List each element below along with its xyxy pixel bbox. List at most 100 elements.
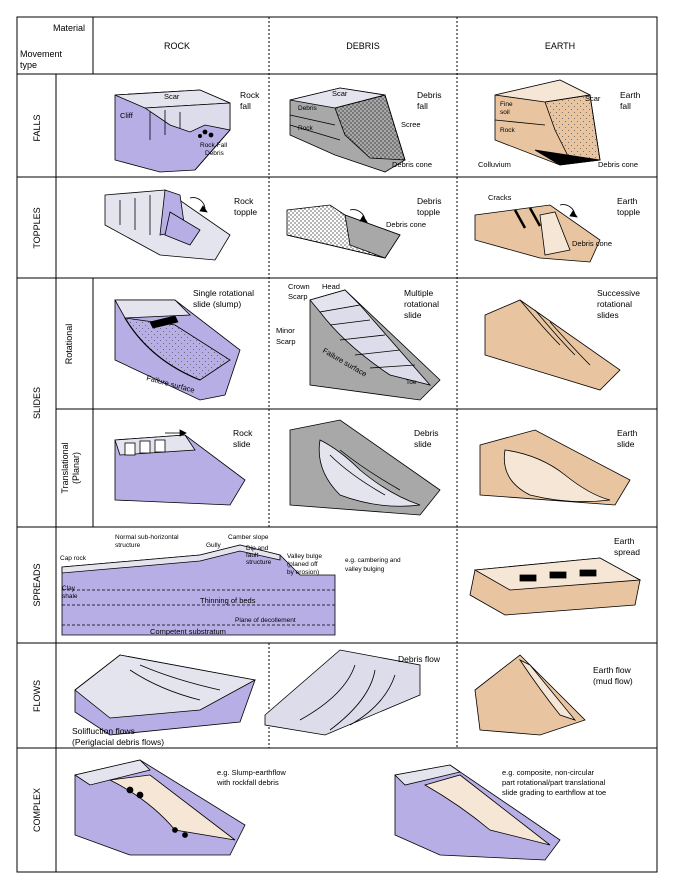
svg-text:Debris cone: Debris cone	[598, 160, 638, 169]
svg-text:e.g. Slump-earthflow: e.g. Slump-earthflow	[217, 768, 286, 777]
svg-text:Debris: Debris	[205, 150, 225, 157]
svg-text:Successive: Successive	[597, 288, 640, 298]
debris-topple-labels: Debris topple Debris cone	[386, 196, 442, 229]
svg-text:Competent substratum: Competent substratum	[150, 627, 226, 636]
successive-rotational-slides-illustration	[484, 299, 621, 391]
svg-text:Earth: Earth	[617, 428, 638, 438]
svg-text:Debris cone: Debris cone	[386, 220, 426, 229]
svg-text:with rockfall debris: with rockfall debris	[216, 778, 279, 787]
svg-text:Rock Fall: Rock Fall	[200, 142, 228, 149]
svg-text:Rock: Rock	[240, 90, 260, 100]
svg-text:fall: fall	[620, 101, 631, 111]
earth-flow-labels: Earth flow (mud flow)	[593, 665, 633, 686]
svg-text:(Periglacial debris flows): (Periglacial debris flows)	[72, 737, 164, 747]
earth-slide-illustration	[479, 429, 631, 506]
debris-fall-illustration	[289, 87, 406, 173]
svg-text:Dip and: Dip and	[246, 545, 269, 552]
debris-flow-labels: Debris flow	[398, 654, 441, 664]
svg-text:Scree: Scree	[401, 120, 421, 129]
row-label-topples: TOPPLES	[32, 207, 42, 248]
svg-text:Normal sub-horizontal: Normal sub-horizontal	[115, 534, 179, 541]
row-label-slides: SLIDES	[32, 387, 42, 419]
svg-text:slide: slide	[233, 439, 251, 449]
svg-text:Rock: Rock	[234, 196, 254, 206]
svg-text:Debris: Debris	[414, 428, 439, 438]
rock-topple-labels: Rock topple	[234, 196, 257, 217]
debris-topple-illustration	[286, 204, 401, 259]
svg-text:Thinning of beds: Thinning of beds	[200, 596, 256, 605]
movement-type-label-2: type	[20, 60, 37, 70]
debris-slide-labels: Debris slide	[414, 428, 439, 449]
slump-earthflow-illustration	[74, 759, 246, 856]
svg-text:Camber slope: Camber slope	[228, 534, 269, 541]
svg-text:Earth flow: Earth flow	[593, 665, 632, 675]
svg-text:Earth: Earth	[617, 196, 638, 206]
svg-text:Scar: Scar	[332, 89, 348, 98]
svg-text:e.g. composite, non-circular: e.g. composite, non-circular	[502, 768, 595, 777]
composite-slide-illustration	[394, 764, 561, 861]
svg-text:Plane of decollement: Plane of decollement	[235, 617, 296, 624]
earth-spread-illustration	[469, 557, 642, 616]
svg-text:Debris flow: Debris flow	[398, 654, 441, 664]
svg-text:topple: topple	[234, 207, 257, 217]
svg-text:fault: fault	[246, 552, 258, 559]
svg-text:Crown: Crown	[288, 282, 310, 291]
material-label: Material	[53, 23, 85, 33]
svg-text:Minor: Minor	[276, 326, 295, 335]
svg-text:rotational: rotational	[597, 299, 632, 309]
svg-text:Cap rock: Cap rock	[60, 555, 87, 562]
svg-text:Solifluction flows: Solifluction flows	[72, 726, 135, 736]
earth-fall-labels: Earth fall Scar Fine soil Rock Colluvium…	[478, 90, 641, 169]
svg-text:Scarp: Scarp	[276, 337, 296, 346]
svg-text:Cliff: Cliff	[120, 111, 134, 120]
earth-fall-illustration	[494, 79, 601, 166]
debris-slide-illustration	[289, 419, 441, 516]
svg-text:Scar: Scar	[585, 94, 601, 103]
svg-text:part rotational/part translati: part rotational/part translational	[502, 778, 606, 787]
svg-text:Clay: Clay	[62, 585, 76, 592]
svg-text:Single rotational: Single rotational	[193, 288, 254, 298]
column-header-debris: DEBRIS	[346, 41, 380, 51]
solifluction-flow-illustration	[74, 654, 257, 736]
svg-text:Multiple: Multiple	[404, 288, 434, 298]
column-header-earth: EARTH	[545, 41, 575, 51]
svg-text:Debris cone: Debris cone	[392, 160, 432, 169]
svg-text:fall: fall	[417, 101, 428, 111]
row-label-complex: COMPLEX	[32, 788, 42, 832]
svg-text:rotational: rotational	[404, 299, 439, 309]
table-grid	[16, 16, 658, 873]
svg-text:Debris: Debris	[417, 90, 442, 100]
rock-fall-labels: Rock fall Scar Cliff Rock Fall Debris	[120, 90, 260, 157]
svg-text:Scar: Scar	[164, 92, 180, 101]
svg-text:Valley bulge: Valley bulge	[287, 553, 322, 560]
svg-text:Colluvium: Colluvium	[478, 160, 511, 169]
earth-flow-illustration	[474, 654, 586, 736]
earth-topple-labels: Earth topple Cracks Debris cone	[488, 193, 640, 248]
composite-slide-labels: e.g. composite, non-circular part rotati…	[502, 768, 606, 797]
rock-topple-illustration	[104, 189, 231, 261]
single-rotational-slide-illustration	[114, 299, 241, 401]
svg-text:Cracks: Cracks	[488, 193, 512, 202]
svg-text:Debris: Debris	[298, 105, 318, 112]
row-label-planar: (Planar)	[71, 452, 81, 484]
svg-text:Scarp: Scarp	[288, 292, 308, 301]
svg-text:slide: slide	[617, 439, 635, 449]
svg-text:by erosion): by erosion)	[287, 569, 319, 576]
svg-text:fall: fall	[240, 101, 251, 111]
debris-flow-illustration	[264, 649, 421, 736]
row-labels: FALLS TOPPLES SLIDES Rotational Translat…	[32, 114, 81, 832]
successive-rotational-slides-labels: Successive rotational slides	[597, 288, 640, 320]
svg-text:slide grading to earthflow at: slide grading to earthflow at toe	[502, 788, 606, 797]
debris-fall-labels: Debris fall Scar Scree Debris cone Debri…	[298, 89, 442, 169]
svg-text:Debris: Debris	[417, 196, 442, 206]
svg-text:valley bulging: valley bulging	[345, 566, 385, 573]
svg-text:(mud flow): (mud flow)	[593, 676, 633, 686]
row-label-translational: Translational	[60, 442, 70, 493]
movement-type-label: Movement	[20, 49, 63, 59]
rock-fall-illustration	[114, 89, 231, 173]
row-label-flows: FLOWS	[32, 680, 42, 712]
svg-text:Debris cone: Debris cone	[572, 239, 612, 248]
svg-text:topple: topple	[417, 207, 440, 217]
svg-text:Rock: Rock	[298, 125, 314, 132]
